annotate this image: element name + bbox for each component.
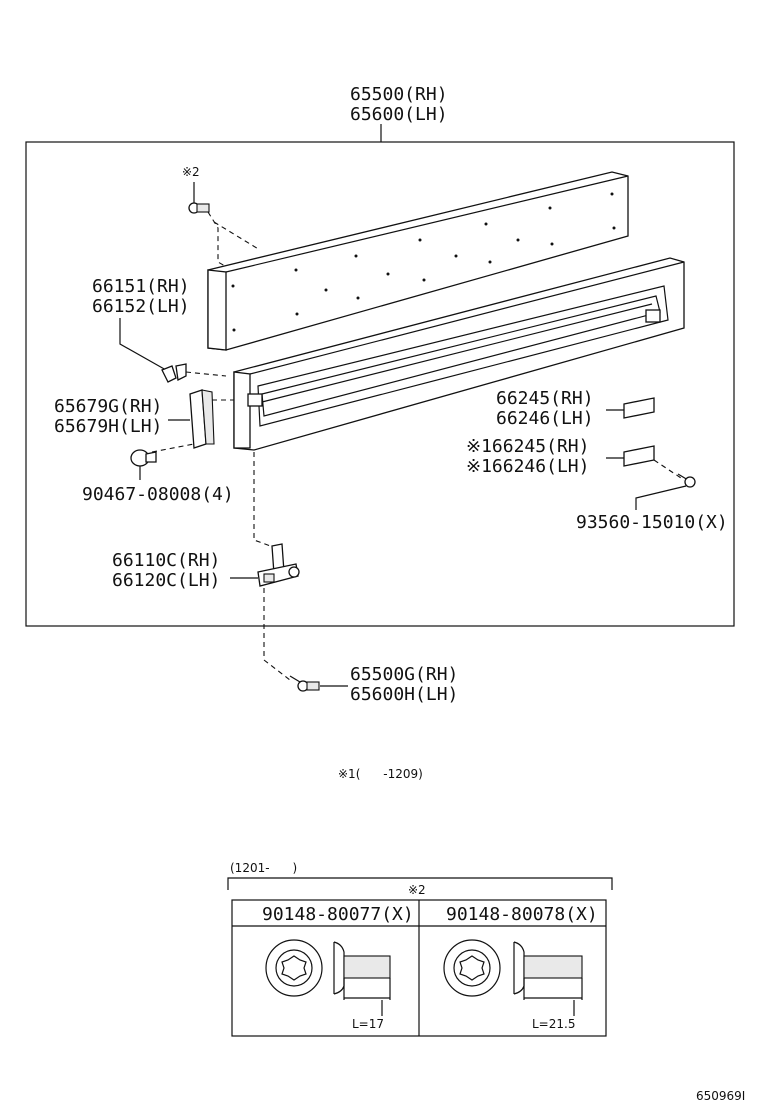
table-len1: L=17	[352, 1017, 384, 1031]
label-pad-lh: 66246(LH)	[496, 408, 594, 429]
pad-icon-note	[623, 445, 655, 467]
label-hook-rh: 66110C(RH)	[112, 550, 220, 571]
bolt-icon	[188, 182, 210, 214]
label-hinge-rh: 65679G(RH)	[54, 396, 162, 417]
table-col1-part: 90148-80077(X)	[262, 904, 414, 925]
upper-board	[207, 171, 629, 351]
footnote-1: ※1( -1209)	[338, 767, 423, 781]
bolt-l17-icon	[265, 939, 391, 1000]
label-screw: 93560-15010(X)	[576, 512, 728, 533]
table-note-mark: ※2	[408, 883, 426, 897]
hinge-icon	[189, 389, 215, 449]
bolt-l21-icon	[443, 939, 583, 1000]
gate-frame	[233, 257, 685, 451]
label-pad-lh-note: ※166246(LH)	[466, 456, 589, 477]
hinge-bolt-icon	[289, 675, 320, 692]
label-plate-rh: 66151(RH)	[92, 276, 190, 297]
label-bolt-lh: 65600H(LH)	[350, 684, 458, 705]
label-bolt-rh: 65500G(RH)	[350, 664, 458, 685]
table-len2: L=21.5	[532, 1017, 575, 1031]
diagram-id: 650969I	[696, 1089, 745, 1103]
table-range: (1201- )	[230, 861, 297, 875]
label-pad-rh: 66245(RH)	[496, 388, 594, 409]
label-assy-rh: 65500(RH)	[350, 84, 448, 105]
push-clip-icon	[130, 449, 157, 467]
clip-bracket-icon	[161, 363, 187, 383]
label-hinge-lh: 65679H(LH)	[54, 416, 162, 437]
note2-mark-bolt: ※2	[182, 165, 200, 179]
screw-icon	[677, 473, 696, 488]
label-hook-lh: 66120C(LH)	[112, 570, 220, 591]
label-assy-lh: 65600(LH)	[350, 104, 448, 125]
table-col2-part: 90148-80078(X)	[446, 904, 598, 925]
plate-leader	[119, 318, 167, 371]
assembly-frame	[25, 141, 735, 627]
table-bracket	[227, 877, 613, 890]
pad-icon	[623, 397, 655, 419]
label-clip: 90467-08008(4)	[82, 484, 234, 505]
label-plate-lh: 66152(LH)	[92, 296, 190, 317]
bolt-dash-line	[207, 211, 233, 271]
hook-icon	[257, 543, 300, 587]
label-pad-rh-note: ※166245(RH)	[466, 436, 589, 457]
